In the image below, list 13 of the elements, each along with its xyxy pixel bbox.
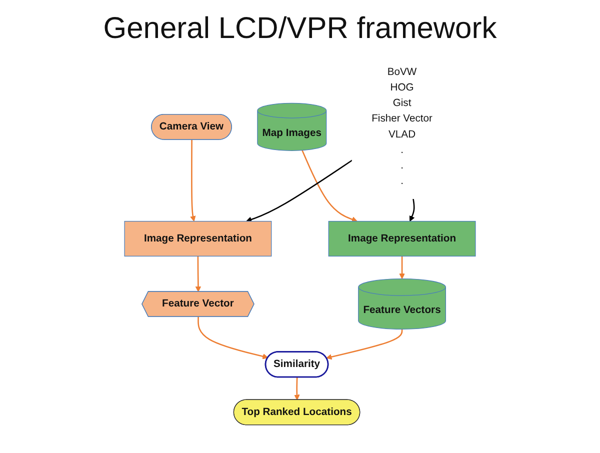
diagram-title: General LCD/VPR framework	[102, 12, 498, 46]
arrow	[190, 140, 196, 222]
arrow	[326, 329, 403, 360]
arrow	[246, 160, 353, 222]
arrow	[195, 256, 202, 292]
node-box: Image Representation	[328, 220, 476, 256]
node-box: Image Representation	[124, 220, 272, 256]
arrow	[409, 198, 415, 222]
node-text: BoVW HOG Gist Fisher Vector VLAD . . .	[372, 66, 432, 186]
arrow	[294, 377, 300, 400]
arrow	[302, 150, 358, 222]
arrow	[399, 256, 405, 280]
arrow	[198, 316, 268, 360]
